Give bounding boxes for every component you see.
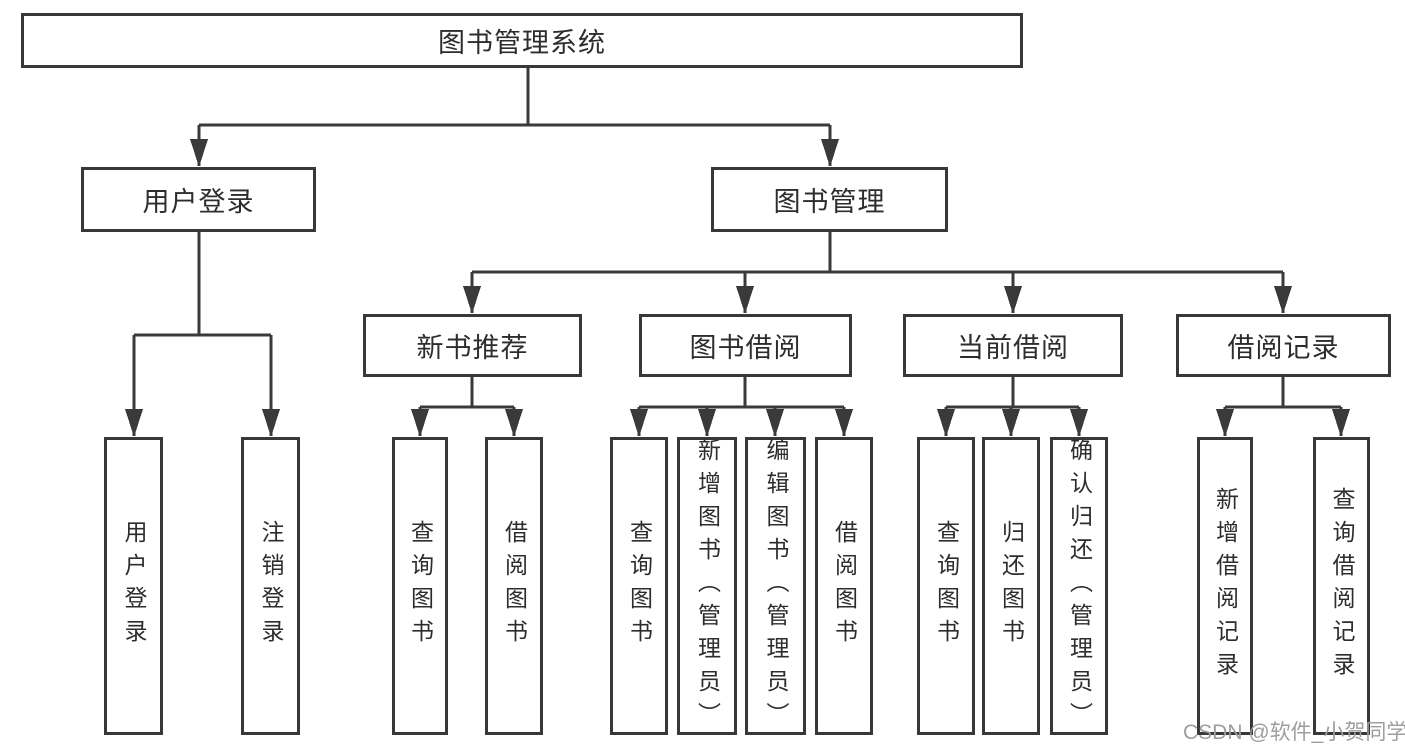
arrowhead (463, 286, 481, 314)
leaf-label: 查询借阅记录 (1329, 487, 1355, 685)
node-label: 用户登录 (142, 187, 255, 217)
leaf-return-books: 归还图书 (982, 437, 1040, 735)
node-label: 当前借阅 (957, 333, 1069, 363)
leaf-query-borrow-record: 查询借阅记录 (1313, 437, 1370, 735)
arrowhead (630, 409, 648, 437)
leaf-label: 查询图书 (626, 520, 653, 652)
arrowheads (125, 139, 1350, 437)
leaf-add-books-admin: 新增图书（管理员） (677, 437, 737, 735)
node-current-borrow: 当前借阅 (903, 314, 1123, 377)
arrowhead (1216, 409, 1234, 437)
node-label: 图书管理系统 (438, 28, 606, 58)
node-user-login: 用户登录 (81, 167, 316, 232)
arrowhead (766, 409, 784, 437)
leaf-edit-books-admin: 编辑图书（管理员） (745, 437, 806, 735)
arrowhead (1004, 286, 1022, 314)
leaf-user-login: 用户登录 (104, 437, 163, 735)
arrowhead (1332, 409, 1350, 437)
leaf-label: 借阅图书 (501, 520, 528, 652)
leaf-label: 归还图书 (998, 520, 1025, 652)
node-book-borrow: 图书借阅 (639, 314, 852, 377)
node-label: 图书管理 (773, 187, 886, 217)
leaf-label: 确认归还（管理员） (1066, 437, 1093, 735)
leaf-label: 新增借阅记录 (1212, 487, 1239, 685)
arrowhead (835, 409, 853, 437)
node-book-management: 图书管理 (711, 167, 948, 232)
arrowhead (505, 409, 523, 437)
leaf-label: 查询图书 (933, 520, 960, 652)
node-borrow-record: 借阅记录 (1176, 314, 1391, 377)
connector-new-book-children (418, 377, 516, 436)
connector-book-mgmt-groups (470, 232, 1285, 313)
arrowhead (698, 409, 716, 437)
arrowhead (1002, 409, 1020, 437)
leaf-label: 用户登录 (121, 520, 147, 652)
arrowhead (190, 139, 208, 167)
leaf-label: 注销登录 (258, 520, 284, 652)
node-label: 图书借阅 (689, 333, 802, 363)
arrowhead (1274, 286, 1292, 314)
arrowhead (1070, 409, 1088, 437)
connector-root-to-level1 (197, 68, 832, 166)
connector-borrow-record-children (1223, 377, 1343, 436)
csdn-watermark: CSDN @软件_小贺同学 (1183, 721, 1405, 744)
leaf-label: 编辑图书（管理员） (763, 437, 789, 735)
leaf-query-books-current: 查询图书 (917, 437, 975, 735)
leaf-label: 新增图书（管理员） (694, 437, 721, 735)
connector-book-borrow-children (637, 377, 846, 436)
leaf-borrow-books: 借阅图书 (815, 437, 873, 735)
leaf-label: 借阅图书 (831, 520, 858, 652)
arrowhead (736, 286, 754, 314)
leaf-query-books-borrow: 查询图书 (610, 437, 668, 735)
leaf-query-books-recommend: 查询图书 (392, 437, 448, 735)
leaf-logout: 注销登录 (241, 437, 300, 735)
node-label: 借阅记录 (1227, 333, 1340, 363)
connector-user-login-children (132, 232, 273, 436)
node-label: 新书推荐 (416, 333, 529, 363)
leaf-add-borrow-record: 新增借阅记录 (1197, 437, 1253, 735)
node-new-book-recommend: 新书推荐 (363, 314, 582, 377)
arrowhead (937, 409, 955, 437)
arrowhead (125, 409, 143, 437)
leaf-borrow-books-recommend: 借阅图书 (485, 437, 543, 735)
arrowhead (821, 139, 839, 167)
arrowhead (411, 409, 429, 437)
leaf-label: 查询图书 (407, 520, 434, 652)
leaf-confirm-return-admin: 确认归还（管理员） (1050, 437, 1108, 735)
node-library-management-system: 图书管理系统 (21, 13, 1023, 68)
arrowhead (262, 409, 280, 437)
